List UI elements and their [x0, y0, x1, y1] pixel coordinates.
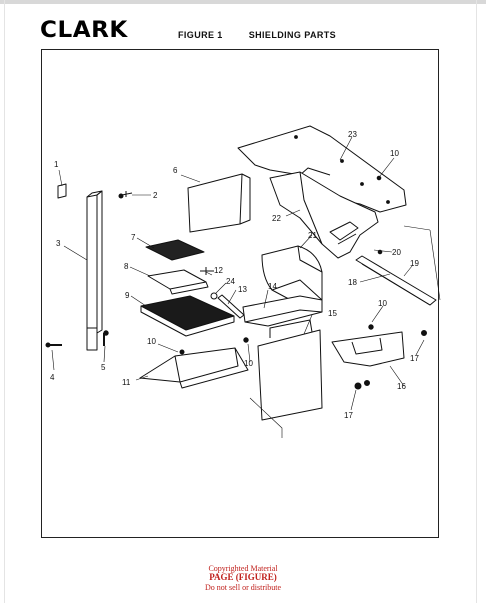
- callout-18: 18: [348, 278, 357, 287]
- part-21-top-shield: [261, 245, 323, 306]
- part-8-tray: [147, 269, 207, 290]
- callout-8: 8: [124, 262, 129, 271]
- watermark-page-label: PAGE (FIGURE): [209, 572, 277, 582]
- part-16-bracket-shield: [331, 331, 405, 367]
- callout-13: 13: [238, 285, 247, 294]
- part-9-large-grille: [140, 295, 235, 331]
- diagram-frame: [41, 49, 439, 538]
- part-11-lower-pan: [139, 347, 239, 383]
- callout-3: 3: [56, 239, 61, 248]
- viewer-top-bar: [0, 0, 486, 4]
- callout-4: 4: [50, 373, 55, 382]
- callout-20: 20: [392, 248, 401, 257]
- page-right-edge: [476, 0, 477, 603]
- watermark-copyright: Copyrighted Material: [208, 564, 278, 573]
- callout-19: 19: [410, 259, 419, 268]
- callout-7: 7: [131, 233, 136, 242]
- part-23-top-plate: [237, 125, 407, 213]
- callout-14: 14: [268, 282, 277, 291]
- callout-15: 15: [328, 309, 337, 318]
- clark-logo: CLARK: [40, 18, 128, 43]
- callout-2: 2: [153, 191, 158, 200]
- callout-10-c: 10: [378, 299, 387, 308]
- figure-title: SHIELDING PARTS: [248, 30, 337, 40]
- callout-10-a: 10: [147, 337, 156, 346]
- callout-9: 9: [125, 291, 130, 300]
- page-left-edge: [4, 0, 5, 603]
- callout-21: 21: [308, 231, 317, 240]
- callout-6: 6: [173, 166, 178, 175]
- figure-label: FIGURE 1: [178, 30, 223, 40]
- callout-23: 23: [348, 130, 357, 139]
- part-7-grille: [145, 239, 205, 261]
- part-15-tall-panel: [257, 329, 323, 421]
- callout-10-b: 10: [244, 359, 253, 368]
- callout-11: 11: [122, 378, 131, 387]
- figure-heading: FIGURE 1 SHIELDING PARTS: [178, 30, 336, 40]
- callout-17-b: 17: [410, 354, 419, 363]
- part-18-19-bar: [355, 255, 437, 306]
- callout-17-a: 17: [344, 411, 353, 420]
- callout-22: 22: [272, 214, 281, 223]
- callout-1: 1: [54, 160, 59, 169]
- callout-5: 5: [101, 363, 106, 372]
- callout-16: 16: [397, 382, 406, 391]
- callout-12: 12: [214, 266, 223, 275]
- callout-10-d: 10: [390, 149, 399, 158]
- watermark-notice: Do not sell or distribute: [205, 583, 281, 592]
- callout-24: 24: [226, 277, 235, 286]
- part-3-post: [86, 194, 98, 336]
